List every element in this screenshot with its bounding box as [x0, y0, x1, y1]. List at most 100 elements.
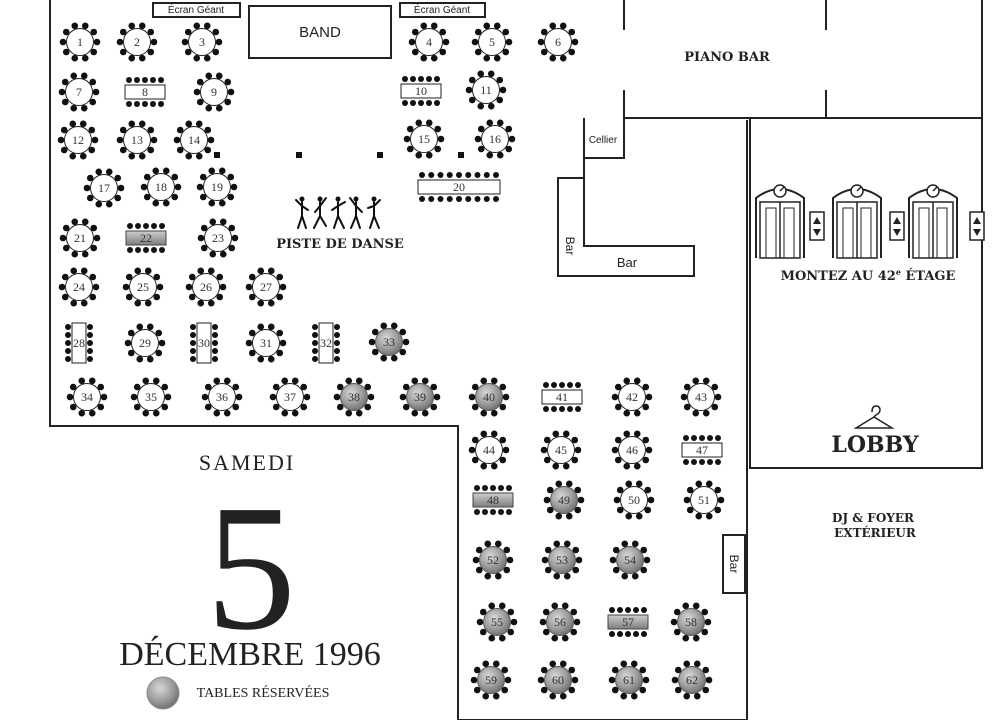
- stage-area: Écran Géant Écran Géant BAND: [152, 2, 486, 158]
- table-number: 25: [137, 280, 149, 294]
- table-6[interactable]: 6: [537, 22, 579, 62]
- table-number: 46: [626, 443, 638, 457]
- table-48[interactable]: 48: [472, 485, 514, 515]
- table-number: 58: [685, 615, 697, 629]
- table-number: 29: [139, 336, 151, 350]
- table-number: 18: [155, 180, 167, 194]
- table-9[interactable]: 9: [193, 72, 235, 112]
- table-24[interactable]: 24: [58, 267, 100, 307]
- table-42[interactable]: 42: [611, 377, 653, 417]
- dj-label-line1: DJ & FOYER: [832, 511, 915, 525]
- table-62[interactable]: 62: [671, 660, 713, 700]
- table-3[interactable]: 3: [181, 22, 223, 62]
- table-32[interactable]: 32: [312, 322, 340, 364]
- table-number: 4: [426, 35, 432, 49]
- table-37[interactable]: 37: [269, 377, 311, 417]
- table-38[interactable]: 38: [333, 377, 375, 417]
- table-58[interactable]: 58: [670, 602, 712, 642]
- table-4[interactable]: 4: [408, 22, 450, 62]
- table-number: 24: [73, 280, 85, 294]
- table-53[interactable]: 53: [541, 540, 583, 580]
- table-2[interactable]: 2: [116, 22, 158, 62]
- cellier-label: Cellier: [589, 135, 618, 146]
- table-number: 10: [415, 84, 427, 98]
- table-59[interactable]: 59: [470, 660, 512, 700]
- table-number: 15: [418, 132, 430, 146]
- table-39[interactable]: 39: [399, 377, 441, 417]
- table-17[interactable]: 17: [83, 168, 125, 208]
- table-51[interactable]: 51: [683, 480, 725, 520]
- table-29[interactable]: 29: [124, 323, 166, 363]
- elevator-note: MONTEZ AU 42e ÉTAGE: [781, 267, 956, 284]
- table-34[interactable]: 34: [66, 377, 108, 417]
- table-41[interactable]: 41: [541, 382, 583, 412]
- table-22[interactable]: 22: [125, 223, 167, 253]
- table-18[interactable]: 18: [140, 167, 182, 207]
- table-number: 28: [73, 336, 85, 350]
- table-31[interactable]: 31: [245, 323, 287, 363]
- table-56[interactable]: 56: [539, 602, 581, 642]
- table-13[interactable]: 13: [116, 120, 158, 160]
- table-number: 33: [383, 335, 395, 349]
- table-44[interactable]: 44: [468, 430, 510, 470]
- table-19[interactable]: 19: [196, 167, 238, 207]
- table-number: 11: [480, 83, 492, 97]
- table-14[interactable]: 14: [173, 120, 215, 160]
- piano-bar-label: PIANO BAR: [684, 50, 770, 65]
- table-40[interactable]: 40: [468, 377, 510, 417]
- table-number: 62: [686, 673, 698, 687]
- table-43[interactable]: 43: [680, 377, 722, 417]
- table-number: 9: [211, 85, 217, 99]
- table-number: 20: [453, 180, 465, 194]
- table-number: 36: [216, 390, 228, 404]
- date-month-year: DÉCEMBRE 1996: [119, 636, 381, 673]
- table-number: 40: [483, 390, 495, 404]
- table-35[interactable]: 35: [130, 377, 172, 417]
- table-21[interactable]: 21: [59, 218, 101, 258]
- table-57[interactable]: 57: [607, 607, 649, 637]
- table-26[interactable]: 26: [185, 267, 227, 307]
- table-15[interactable]: 15: [403, 119, 445, 159]
- table-number: 19: [211, 180, 223, 194]
- table-47[interactable]: 47: [681, 435, 723, 465]
- table-7[interactable]: 7: [58, 72, 100, 112]
- table-12[interactable]: 12: [57, 120, 99, 160]
- table-1[interactable]: 1: [59, 22, 101, 62]
- table-60[interactable]: 60: [537, 660, 579, 700]
- table-5[interactable]: 5: [471, 22, 513, 62]
- table-number: 51: [698, 493, 710, 507]
- table-16[interactable]: 16: [474, 119, 516, 159]
- table-25[interactable]: 25: [122, 267, 164, 307]
- table-number: 17: [98, 181, 110, 195]
- table-number: 6: [555, 35, 561, 49]
- table-46[interactable]: 46: [611, 430, 653, 470]
- screen-right-label: Écran Géant: [414, 3, 470, 16]
- table-55[interactable]: 55: [476, 602, 518, 642]
- dancers-icon: [295, 196, 381, 229]
- table-36[interactable]: 36: [201, 377, 243, 417]
- table-8[interactable]: 8: [124, 77, 166, 107]
- table-54[interactable]: 54: [609, 540, 651, 580]
- table-number: 3: [199, 35, 205, 49]
- table-50[interactable]: 50: [613, 480, 655, 520]
- table-28[interactable]: 28: [65, 322, 93, 364]
- table-11[interactable]: 11: [465, 70, 507, 110]
- table-30[interactable]: 30: [190, 322, 218, 364]
- table-33[interactable]: 33: [368, 322, 410, 362]
- elevator-icon: [755, 184, 825, 259]
- table-20[interactable]: 20: [417, 172, 501, 202]
- table-45[interactable]: 45: [540, 430, 582, 470]
- table-10[interactable]: 10: [400, 76, 442, 106]
- table-number: 50: [628, 493, 640, 507]
- table-number: 45: [555, 443, 567, 457]
- table-23[interactable]: 23: [197, 218, 239, 258]
- table-49[interactable]: 49: [543, 480, 585, 520]
- table-61[interactable]: 61: [608, 660, 650, 700]
- table-27[interactable]: 27: [245, 267, 287, 307]
- table-number: 7: [76, 85, 82, 99]
- table-52[interactable]: 52: [472, 540, 514, 580]
- dance-floor-label: PISTE DE DANSE: [276, 237, 404, 252]
- table-number: 27: [260, 280, 272, 294]
- table-number: 52: [487, 553, 499, 567]
